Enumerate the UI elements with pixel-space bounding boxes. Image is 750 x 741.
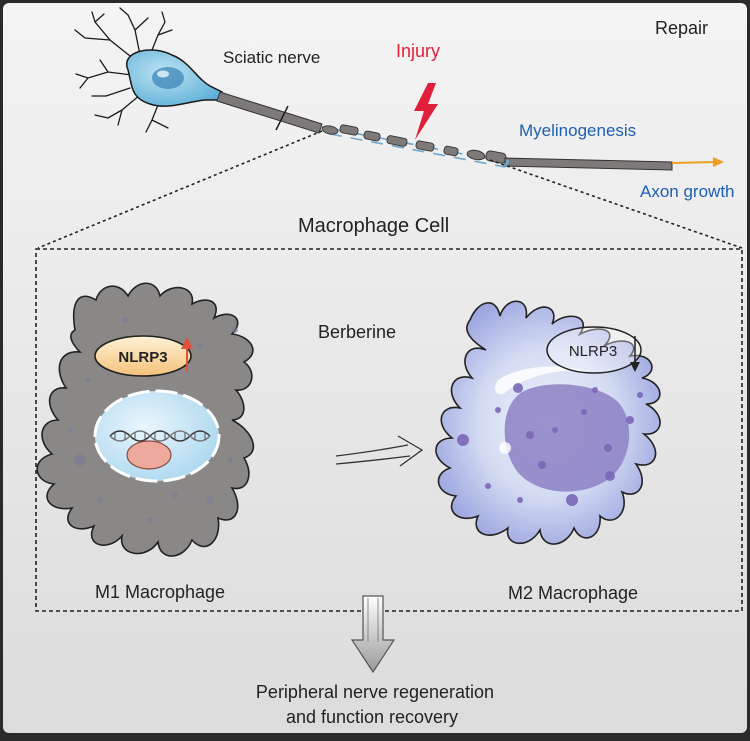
myelin-sheath-regenerated [504,157,673,171]
outcome-arrow-icon [350,595,396,674]
myelinogenesis-label: Myelinogenesis [519,121,636,140]
dna-helix-icon [109,430,211,442]
lightning-bolt-icon [414,83,438,140]
axon-growth-arrowhead [713,157,724,167]
m1-macrophage-cell: NLRP3 [36,282,255,557]
berberine-label: Berberine [318,322,396,342]
outcome-line-2: and function recovery [286,707,458,727]
dendrites [74,7,173,133]
neuron-nucleus [152,67,184,89]
axon-link [504,159,510,167]
up-arrow-icon [181,337,193,372]
zoom-line-right [489,159,743,249]
nlrp3-m1-badge [94,335,192,377]
m1-macrophage-label: M1 Macrophage [95,582,225,602]
m2-vesicle [499,442,511,454]
injury-label: Injury [396,41,440,61]
nucleolus [126,440,172,470]
open-arrow-right-icon [335,435,424,467]
neuron-icon [74,7,323,134]
myelin-sheath-intact [216,91,323,134]
m2-nucleus [504,384,630,492]
nucleus-highlight [157,70,169,78]
m1-granules [67,317,238,523]
nlrp3-m2-badge [546,326,642,374]
m2-highlight [495,366,590,395]
macrophage-cell-title: Macrophage Cell [298,215,449,237]
nlrp3-m1-label: NLRP3 [118,349,167,366]
background-panel [3,3,747,733]
m1-nucleus [93,389,221,483]
sciatic-nerve-label: Sciatic nerve [223,48,320,67]
repair-label: Repair [655,18,708,38]
m2-macrophage-cell: NLRP3 [435,300,661,545]
outcome-line-1: Peripheral nerve regeneration [256,682,494,702]
cut-marker [275,105,289,131]
m2-granules [457,383,643,506]
m2-macrophage-label: M2 Macrophage [508,583,638,603]
down-arrow-icon [630,336,640,372]
axon-growth-label: Axon growth [640,182,735,201]
axon-growth-arrow [671,161,716,164]
nlrp3-m2-label: NLRP3 [569,343,617,360]
macrophage-zoom-box [35,248,743,612]
